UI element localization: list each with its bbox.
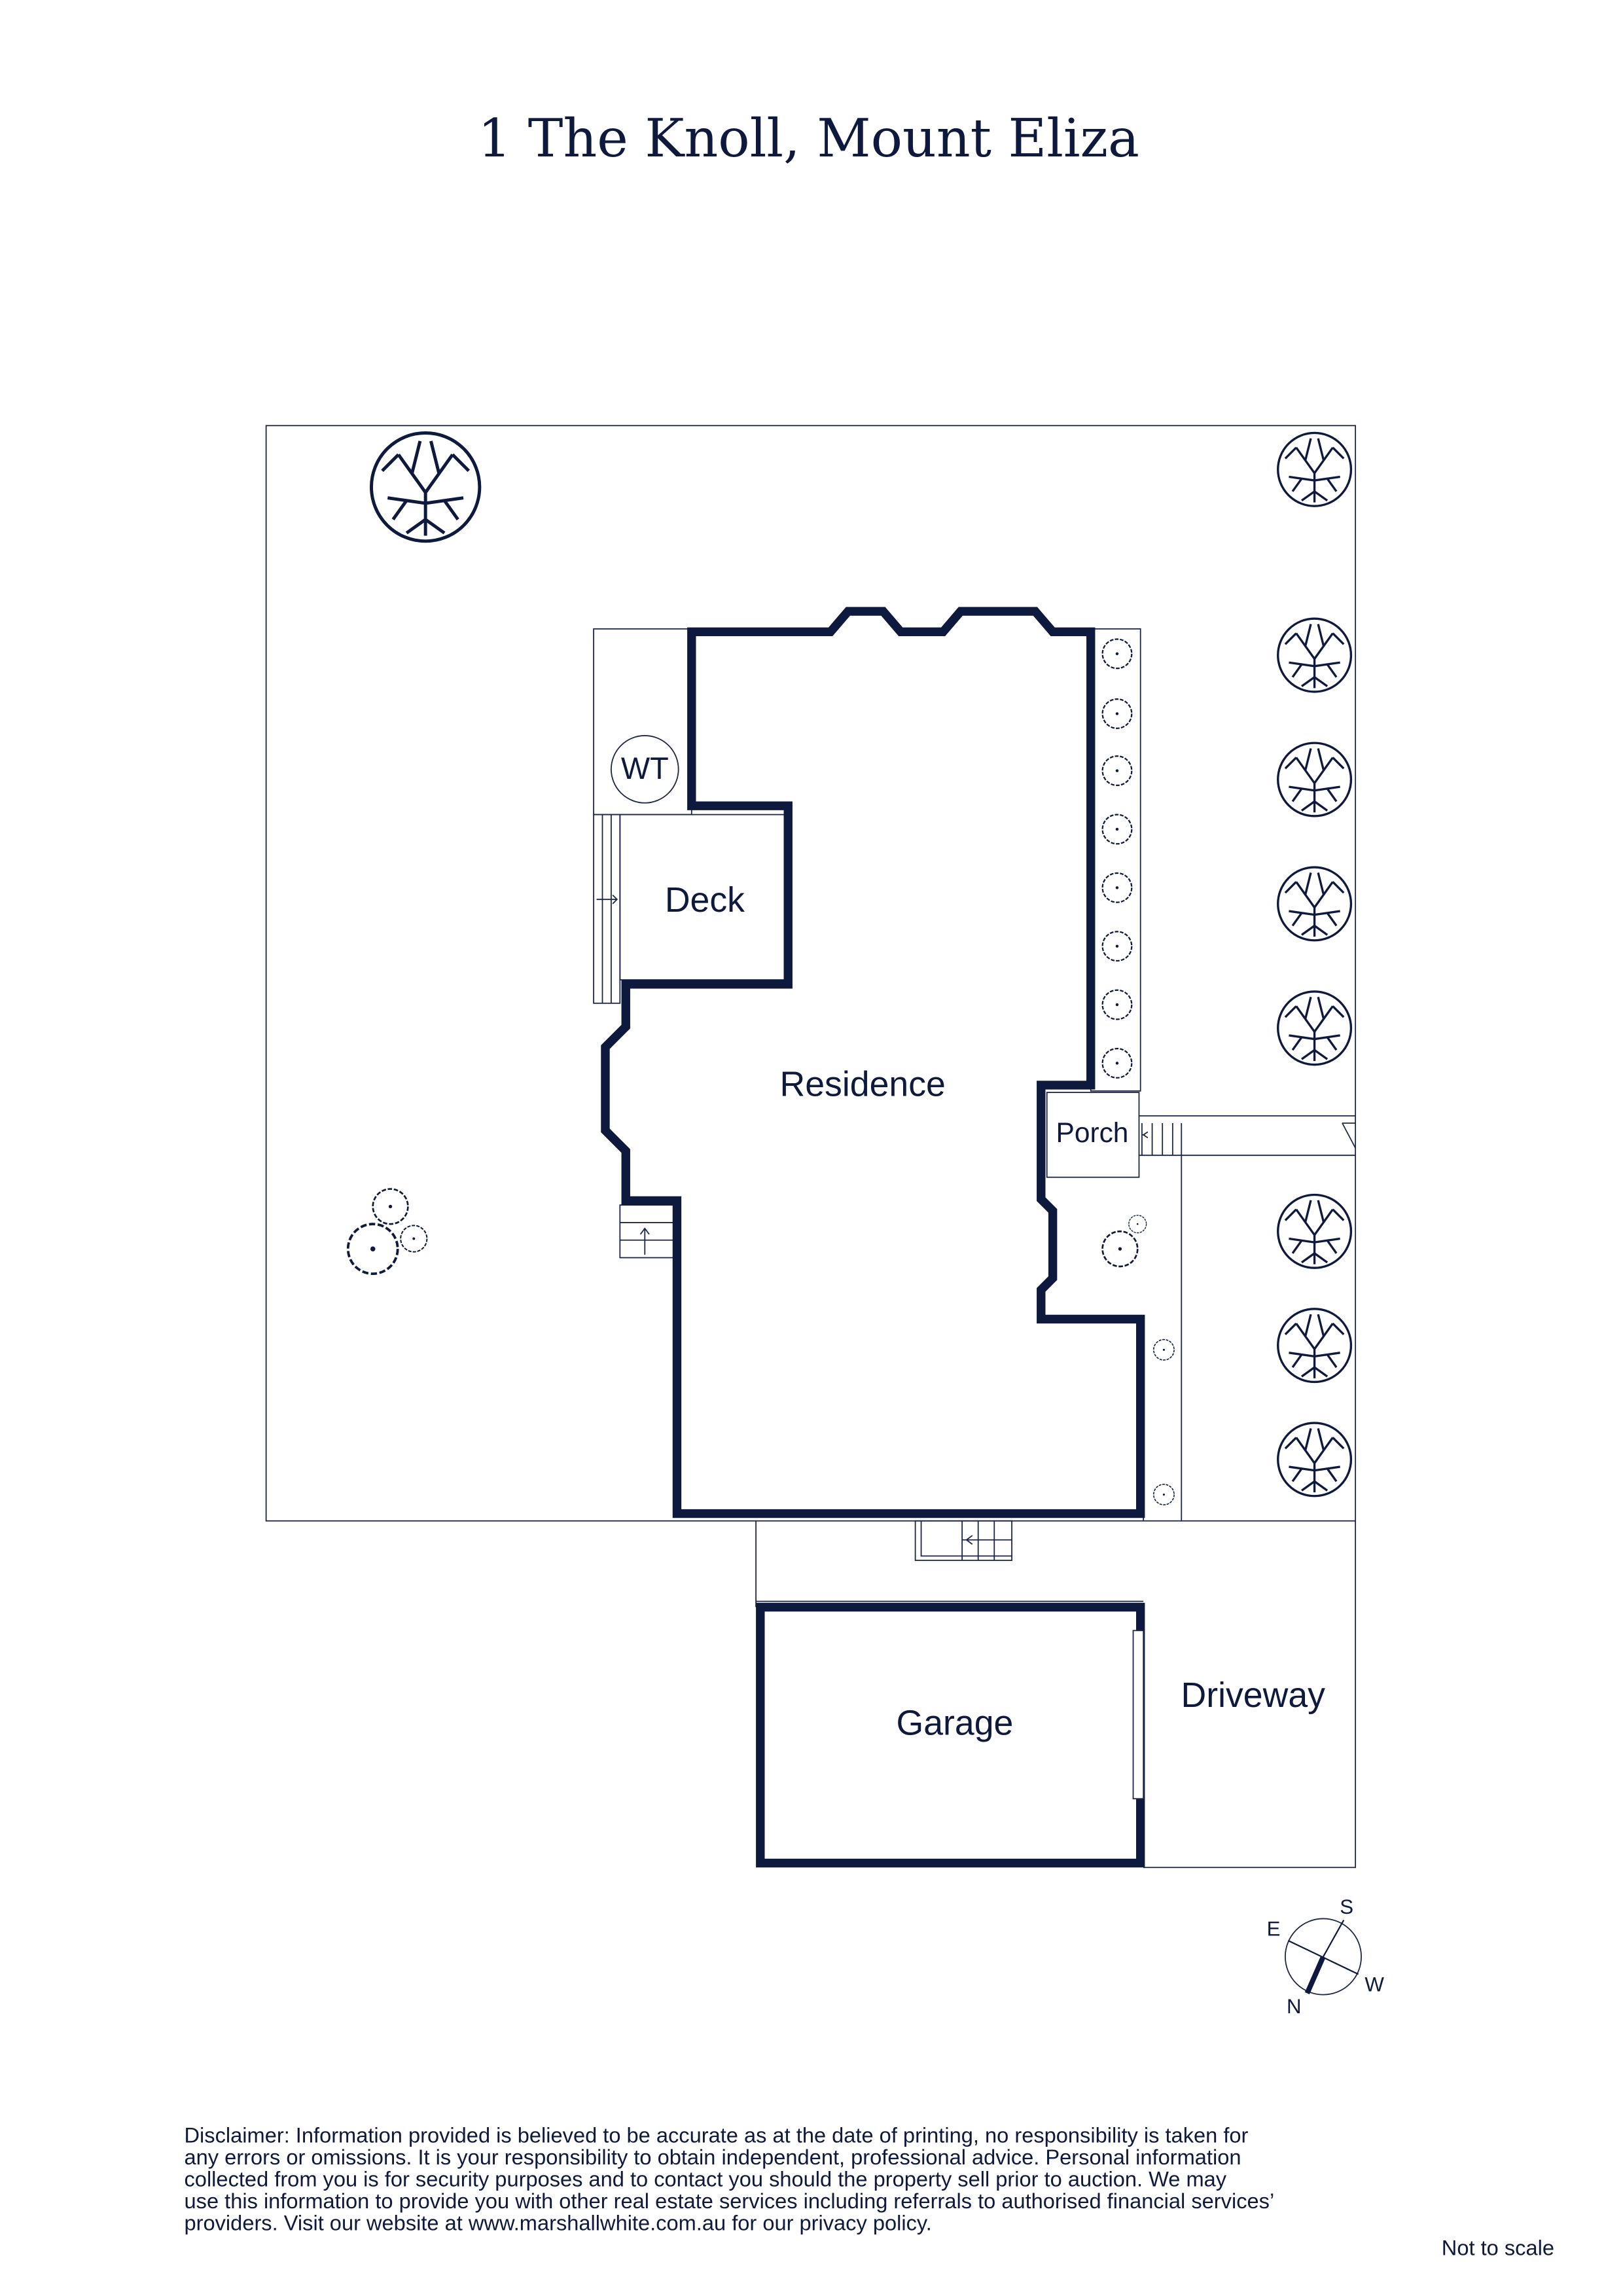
disclaimer-line: collected from you is for security purpo… xyxy=(185,2166,1227,2191)
scale-note: Not to scale xyxy=(1442,2235,1554,2259)
shrub-icon xyxy=(1154,1484,1174,1505)
shrub-icon xyxy=(1103,756,1132,785)
shrub-icon xyxy=(1103,699,1132,728)
shrub-icon xyxy=(1103,1231,1138,1266)
shrub-icon xyxy=(401,1225,427,1251)
shrub-icon xyxy=(1103,990,1132,1020)
disclaimer-line: use this information to provide you with… xyxy=(185,2189,1275,2213)
disclaimer-line: Disclaimer: Information provided is beli… xyxy=(185,2123,1249,2147)
tree-icon xyxy=(1277,866,1353,942)
shrub-icon xyxy=(1103,639,1132,668)
porch-label: Porch xyxy=(1056,1117,1129,1148)
tree-icon xyxy=(1277,990,1353,1066)
garage-door xyxy=(1132,1630,1145,1800)
garage-label: Garage xyxy=(897,1704,1014,1743)
shrub-icon xyxy=(1129,1215,1147,1233)
lot-boundary xyxy=(265,425,1357,1869)
driveway-label: Driveway xyxy=(1181,1676,1326,1715)
water-tank-icon xyxy=(611,735,679,804)
residence-outline xyxy=(601,607,1145,1518)
tree-icon xyxy=(371,433,479,541)
compass-south: S xyxy=(1340,1895,1353,1918)
north-arrow-icon xyxy=(1304,1955,1326,1994)
compass-west: W xyxy=(1364,1973,1384,1996)
disclaimer: Disclaimer: Information provided is beli… xyxy=(185,2123,1275,2234)
tree-icon xyxy=(1277,1422,1353,1498)
shrub-icon xyxy=(1103,1049,1132,1078)
disclaimer-line: any errors or omissions. It is your resp… xyxy=(185,2145,1241,2169)
tree-icon xyxy=(1277,617,1353,693)
tree-icon xyxy=(1277,742,1353,817)
trees xyxy=(371,431,1353,1498)
shrub-icon xyxy=(1154,1340,1174,1360)
compass: E S W N xyxy=(1267,1895,1385,2018)
shrubs xyxy=(348,639,1174,1505)
tree-icon xyxy=(1277,431,1353,507)
residence-label: Residence xyxy=(780,1064,946,1103)
tree-icon xyxy=(1277,1193,1353,1269)
water-tank-label: WT xyxy=(621,751,669,785)
tree-icon xyxy=(1277,1308,1353,1384)
compass-north: N xyxy=(1287,1995,1302,2018)
porch-outline xyxy=(1046,1092,1140,1178)
stairs-west xyxy=(619,1204,678,1259)
compass-east: E xyxy=(1267,1918,1281,1941)
disclaimer-line: providers. Visit our website at www.mars… xyxy=(185,2210,932,2234)
shrub-icon xyxy=(1103,873,1132,903)
shrub-icon xyxy=(348,1224,398,1274)
shrub-icon xyxy=(373,1189,408,1225)
shrub-icon xyxy=(1103,931,1132,961)
ancillary-lines xyxy=(593,628,1356,1561)
page-title: 1 The Knoll, Mount Eliza xyxy=(478,107,1139,169)
stairs-south xyxy=(914,1520,1012,1561)
deck-label: Deck xyxy=(665,880,745,920)
shrub-icon xyxy=(1103,815,1132,844)
